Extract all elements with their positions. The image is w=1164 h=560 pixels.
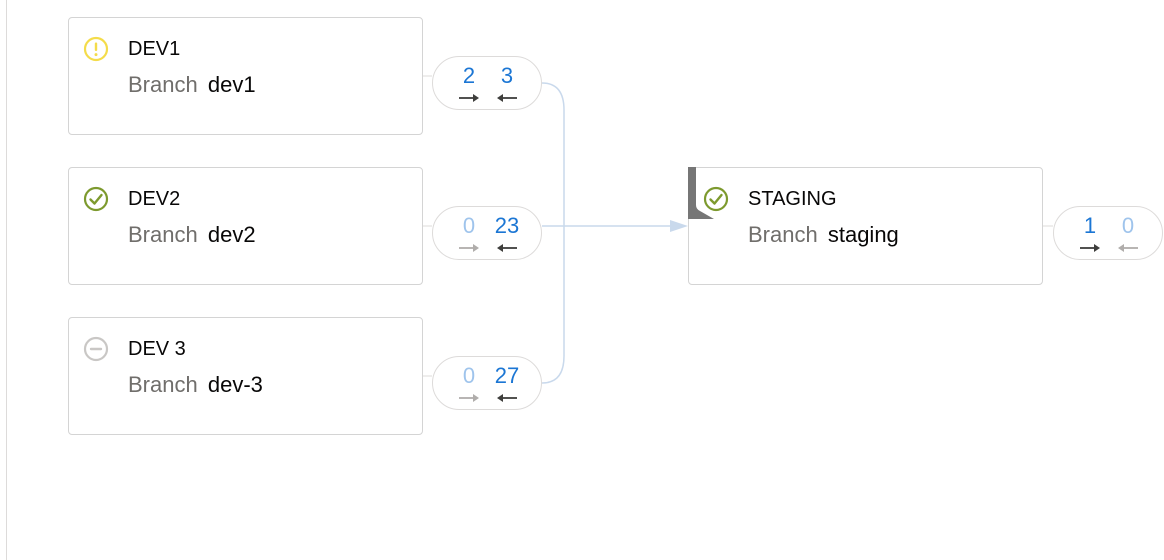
ahead-count[interactable]: 0 xyxy=(462,363,476,388)
commit-count-pill-dev3: 0 27 xyxy=(432,356,542,410)
arrow-right-icon xyxy=(459,244,479,252)
arrow-right-icon xyxy=(459,94,479,102)
check-circle-icon xyxy=(83,186,109,212)
check-circle-icon xyxy=(703,186,729,212)
branch-info: Branch dev2 xyxy=(128,222,256,248)
minus-circle-icon xyxy=(83,336,109,362)
behind-count[interactable]: 27 xyxy=(494,363,520,388)
branch-label: Branch xyxy=(128,72,198,97)
warning-icon xyxy=(83,36,109,62)
branch-name: dev1 xyxy=(207,72,256,97)
branch-name: dev2 xyxy=(207,222,256,247)
stage-title: STAGING xyxy=(748,188,837,210)
connector-dev1-to-staging xyxy=(541,82,565,226)
behind-count[interactable]: 3 xyxy=(500,63,514,88)
connector-arrowhead-icon xyxy=(670,220,688,232)
commit-count-pill-staging: 1 0 xyxy=(1053,206,1163,260)
commit-count-pill-dev1: 2 3 xyxy=(432,56,542,110)
arrow-left-icon xyxy=(497,94,517,102)
branch-info: Branch staging xyxy=(748,222,899,248)
branch-info: Branch dev1 xyxy=(128,72,256,98)
branch-info: Branch dev-3 xyxy=(128,372,263,398)
stage-title: DEV2 xyxy=(128,188,181,210)
stage-card-dev1[interactable]: DEV1 Branch dev1 xyxy=(68,17,423,135)
behind-count[interactable]: 23 xyxy=(494,213,520,238)
left-divider xyxy=(6,0,7,560)
connector-dev3-to-staging xyxy=(541,226,565,384)
branch-label: Branch xyxy=(128,222,198,247)
behind-count[interactable]: 0 xyxy=(1121,213,1135,238)
stage-title: DEV1 xyxy=(128,38,181,60)
branch-label: Branch xyxy=(128,372,198,397)
ahead-count[interactable]: 2 xyxy=(462,63,476,88)
stage-title: DEV 3 xyxy=(128,338,186,360)
branch-name: staging xyxy=(827,222,899,247)
stage-card-dev2[interactable]: DEV2 Branch dev2 xyxy=(68,167,423,285)
stage-card-dev3[interactable]: DEV 3 Branch dev-3 xyxy=(68,317,423,435)
branch-label: Branch xyxy=(748,222,818,247)
arrow-left-icon xyxy=(497,244,517,252)
arrow-right-icon xyxy=(459,394,479,402)
branch-name: dev-3 xyxy=(207,372,263,397)
ahead-count[interactable]: 0 xyxy=(462,213,476,238)
arrow-left-icon xyxy=(497,394,517,402)
arrow-right-icon xyxy=(1080,244,1100,252)
commit-count-pill-dev2: 0 23 xyxy=(432,206,542,260)
arrow-left-icon xyxy=(1118,244,1138,252)
ahead-count[interactable]: 1 xyxy=(1083,213,1097,238)
stage-card-staging[interactable]: STAGING Branch staging xyxy=(688,167,1043,285)
corner-tab-icon xyxy=(688,167,714,219)
